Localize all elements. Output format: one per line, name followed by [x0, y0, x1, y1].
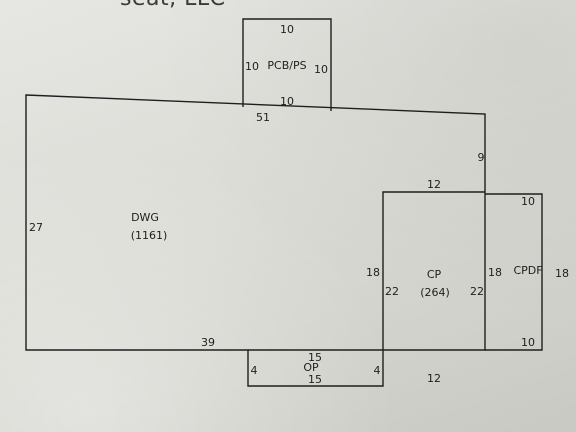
cpdf-outline: [485, 193, 543, 351]
dim-cpdf-bottom: 10: [521, 336, 535, 349]
dim-cpdf-top: 10: [521, 195, 535, 208]
pcb-label: PCB/PS: [267, 59, 306, 72]
cpdf-label: CPDF: [513, 264, 542, 277]
dim-cpdf-left: 18: [488, 266, 502, 279]
dim-pcb-left: 10: [245, 60, 259, 73]
dim-cp-bottom: 12: [427, 372, 441, 385]
dim-dwg-right-upper: 9: [478, 151, 485, 164]
dim-cpdf-right: 18: [555, 267, 569, 280]
dim-dwg-right-lower: 18: [366, 266, 380, 279]
cp-outline: [382, 191, 485, 350]
dim-dwg-bottom: 39: [201, 336, 215, 349]
dim-pcb-right: 10: [314, 63, 328, 76]
cp-label: CP: [427, 268, 442, 281]
pcb-outline: [242, 18, 332, 111]
dim-dwg-left: 27: [29, 221, 43, 234]
dim-pcb-top: 10: [280, 23, 294, 36]
dim-op-left: 4: [251, 364, 258, 377]
dwg-outline: [25, 94, 486, 387]
dim-op-top: 15: [308, 351, 322, 364]
op-label: OP: [303, 361, 319, 374]
dim-dwg-top: 51: [256, 111, 270, 124]
dwg-label: DWG: [131, 211, 159, 224]
dim-pcb-bottom: 10: [280, 95, 294, 108]
dim-op-bottom: 15: [308, 373, 322, 386]
cp-area: (264): [420, 286, 450, 299]
dwg-area: (1161): [131, 229, 168, 242]
dim-cp-right: 22: [470, 285, 484, 298]
dim-cp-top: 12: [427, 178, 441, 191]
header-text: seat, LLC: [120, 0, 225, 11]
dim-cp-left: 22: [385, 285, 399, 298]
dim-op-right: 4: [374, 364, 381, 377]
